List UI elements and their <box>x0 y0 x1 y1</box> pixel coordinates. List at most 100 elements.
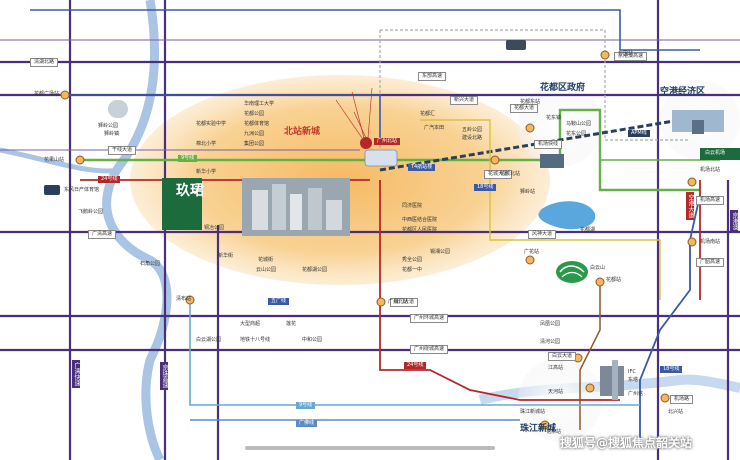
road-airport-ave: 机场高速 <box>696 196 725 205</box>
district-konggang: 空港经济区 <box>660 87 706 97</box>
poi-yunshan: 云山公园 <box>256 267 277 273</box>
vlabel-left-2: 京珠高速 <box>160 362 168 390</box>
badge-line24: 24号线 <box>98 176 121 183</box>
poi-dongta: 东塔 <box>628 377 639 383</box>
station-qingbu: 清布站 <box>176 296 192 302</box>
badge-line18b: 18号线 <box>474 184 497 191</box>
poi-zhongxi: 中西医结合医院 <box>402 217 438 223</box>
guangfo-track <box>420 119 661 300</box>
poi-huadu-park: 花都公园 <box>244 111 265 117</box>
badge-line9: 9号线 <box>178 155 198 162</box>
poi-fengbo: 飞鹅岭公园 <box>78 209 104 215</box>
badge-guangfo: 广佛线 <box>296 420 318 427</box>
watermark: 搜狐号@搜狐焦点韶关站 <box>560 436 693 450</box>
poi-huagong: 花东公园 <box>566 131 587 137</box>
poi-bigc: 大型商超 <box>240 321 261 327</box>
road-guangqing: 广清高速 <box>88 230 117 239</box>
poi-mazhan: 马鞍山公园 <box>566 121 592 127</box>
poi-baiyun-lake: 白云湖公园 <box>196 337 222 343</box>
station-zhujiang-st: 珠江新城站 <box>520 409 546 415</box>
badge-line18: 18号线 <box>660 366 683 373</box>
district-huadu-gov: 花都区政府 <box>540 83 586 93</box>
poi-guangzhou-tower: 广州塔 <box>628 391 644 397</box>
poi-huadu-hosp: 花都区人民医院 <box>402 227 438 233</box>
apm-track <box>379 118 681 172</box>
road-airport-rd: 机场快线 <box>534 140 563 149</box>
vlabel-left-1: 广清快速 <box>72 360 80 388</box>
badge-guangzhou-north: 广州北站 <box>374 138 401 145</box>
station-guangzhou-north-st: 广州北站 <box>388 299 409 305</box>
poi-xinhua-pri: 新华小学 <box>196 169 217 175</box>
road-huacheng: 花城大道 <box>484 170 513 179</box>
project-logo: 玖珺 <box>176 183 204 199</box>
station-huadu-st: 花都站 <box>606 277 622 283</box>
poi-huadu-center: 花都汇 <box>420 111 436 117</box>
poi-huadu-exp: 花都实验中学 <box>196 121 227 127</box>
poi-huadu-lake-park: 花都湖公园 <box>302 267 328 273</box>
vlabel-right-2: 京港澳 <box>730 210 738 232</box>
station-huadong: 花东站 <box>546 429 562 435</box>
line18-track <box>30 9 700 140</box>
poi-mianbei: 棉北小学 <box>196 141 217 147</box>
district-beizhan: 北站新城 <box>284 127 321 137</box>
poi-jiuzhou: 九洲公园 <box>244 131 265 137</box>
poi-shiling-town: 狮岭镇 <box>104 131 120 137</box>
poi-shijiu: 石角公园 <box>140 261 161 267</box>
poi-cheqi: 广汽本田 <box>424 125 445 131</box>
line9-track <box>80 108 700 192</box>
poi-huadong-town: 花东镇 <box>546 115 562 121</box>
station-beixing: 北兴站 <box>668 409 684 415</box>
station-jianggao: 江高站 <box>548 365 564 371</box>
road-jichang: 机场路 <box>670 395 694 404</box>
road-baiyun: 白云大道 <box>548 352 577 361</box>
poi-qinghe: 清河公园 <box>540 339 561 345</box>
poi-baiyun-mt: 白云山 <box>590 265 606 271</box>
badge-apm: APM线 <box>628 130 650 137</box>
poi-tongyi: 同济医院 <box>402 203 423 209</box>
poi-huadu-no1: 花都一中 <box>402 267 423 273</box>
road-jingang: 京港澳高速 <box>614 52 648 61</box>
station-airport-north: 机场北站 <box>700 167 721 173</box>
badge-wuguangxian: 五广线 <box>268 298 290 305</box>
station-wangu: 万国站 <box>618 51 634 57</box>
badge-baiyun-airport: 白云机场 <box>702 150 729 157</box>
road-ganyuan: 干线大道 <box>108 146 137 155</box>
road-dongbu: 东部高速 <box>418 72 447 81</box>
poi-jiyang: 集团公园 <box>244 141 265 147</box>
road-xinxin: 新兴大道 <box>450 96 479 105</box>
poi-huacheng-st: 花城街 <box>258 257 274 263</box>
station-jinsha: 花城北站 <box>500 171 521 177</box>
poi-xixiang: 锡湘公园 <box>430 249 451 255</box>
poi-xinhua: 新华街 <box>218 253 234 259</box>
station-shiling: 狮岭站 <box>520 189 536 195</box>
river-west <box>102 0 172 460</box>
poi-wuling: 五岭公园 <box>462 127 483 133</box>
poi-tongye: 铜冶公园 <box>204 225 225 231</box>
vlabel-right-1: 空港大道 <box>686 192 694 220</box>
road-qinghu: 清湖北路 <box>30 58 59 67</box>
lake-huadu <box>538 201 596 230</box>
station-huaguang: 花果山站 <box>44 157 65 163</box>
district-zhujiang: 珠江新城 <box>520 424 557 434</box>
road-guangzhou-ring: 广州环城高速 <box>410 314 449 323</box>
poi-xiuquan: 秀全公园 <box>402 257 423 263</box>
project-logo-card <box>162 178 202 230</box>
road-fengshen: 风神大道 <box>528 230 557 239</box>
river-west-branch <box>0 147 121 174</box>
station-tianhe: 天河站 <box>548 389 564 395</box>
badge-line24b: 24号线 <box>404 362 427 369</box>
badge-line9b: 9号线 <box>296 402 316 409</box>
grey-dashed <box>380 29 690 141</box>
station-guangshan: 花都广场站 <box>34 91 60 97</box>
badge-t4: T4航站楼 <box>408 164 436 171</box>
road-huadu-ave: 花都大道 <box>510 104 539 113</box>
road-xiamen: 厦门大道 <box>390 298 419 307</box>
poi-jianshe: 建设北路 <box>462 135 483 141</box>
station-dongzhan: 花都东站 <box>520 99 541 105</box>
poi-kuaisu: 地铁十八号线 <box>240 337 271 343</box>
poi-lianhua: 莲花 <box>286 321 297 327</box>
station-gangkou: 广花站 <box>524 249 540 255</box>
road-guangzhou-ring2: 广州绕城高速 <box>410 345 449 354</box>
